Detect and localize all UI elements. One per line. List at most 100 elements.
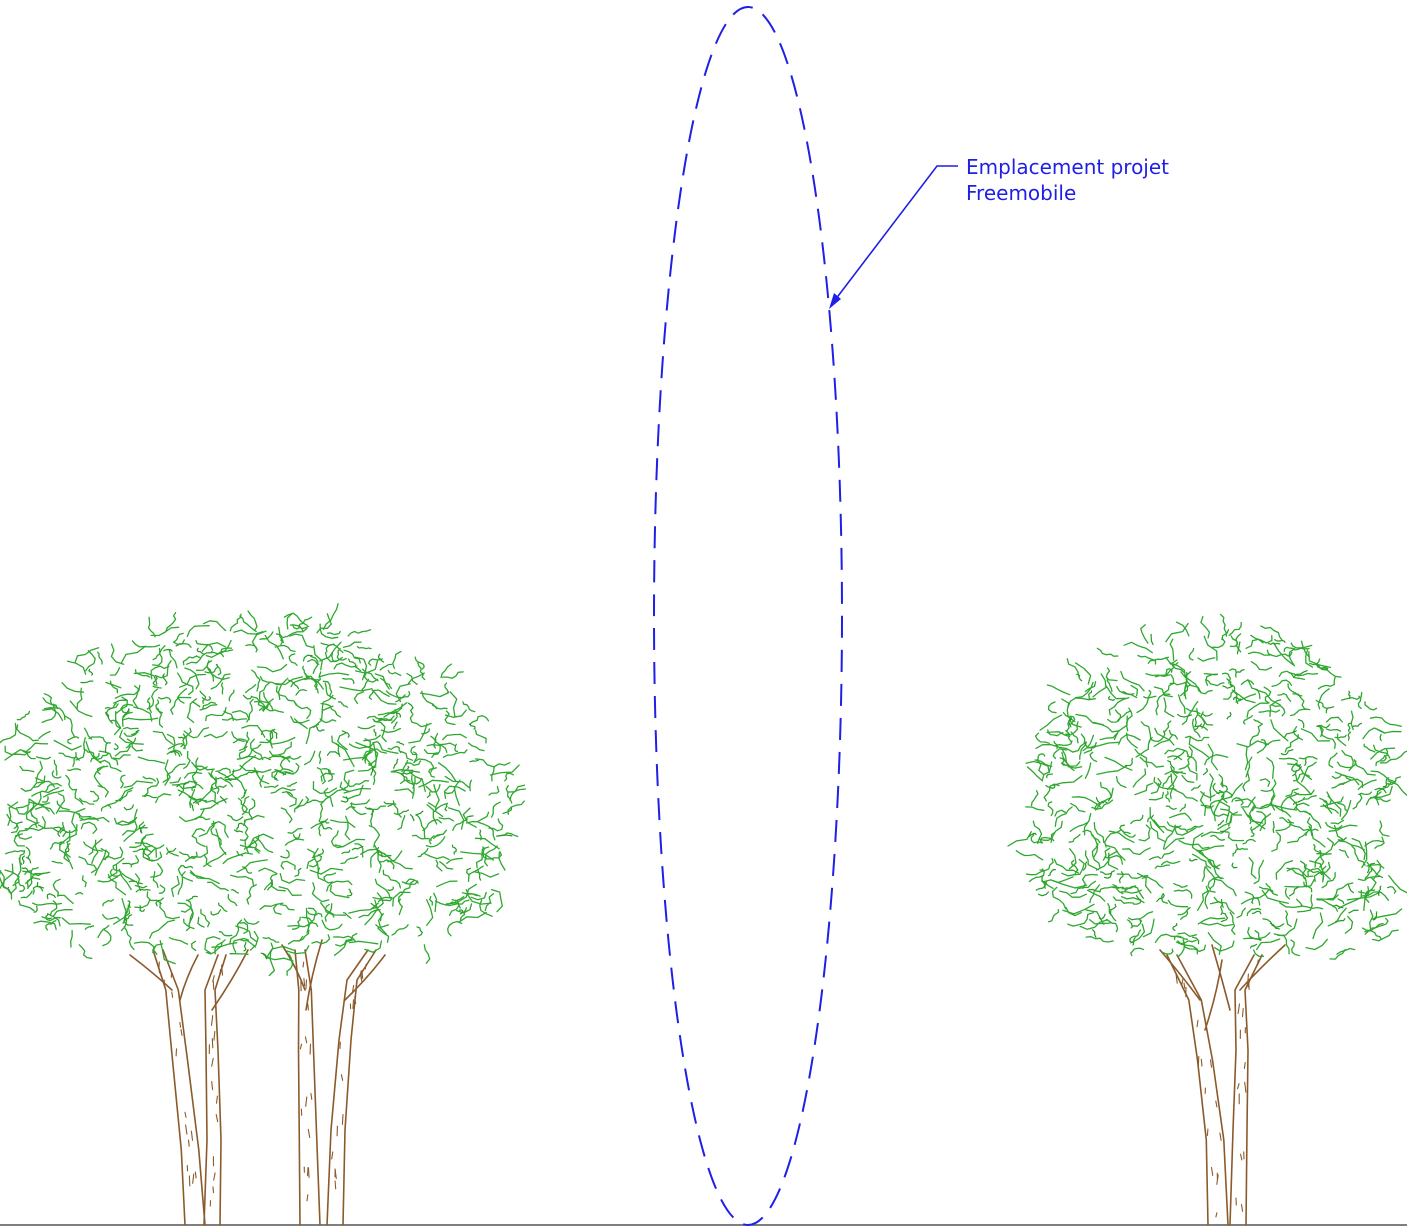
leaf-stroke — [123, 804, 134, 811]
leaf-stroke — [154, 660, 172, 679]
leaf-stroke — [142, 794, 157, 799]
leaf-stroke — [1330, 819, 1345, 825]
leaf-stroke — [1093, 822, 1105, 844]
leaf-stroke — [1333, 840, 1365, 851]
leaf-stroke — [293, 799, 304, 813]
leaf-stroke — [220, 647, 232, 658]
leaf-stroke — [413, 758, 435, 773]
leaf-stroke — [243, 814, 265, 827]
crown-edge — [477, 821, 496, 841]
leaf-stroke — [1196, 845, 1225, 852]
leaf-stroke — [337, 701, 349, 708]
leaf-stroke — [444, 775, 470, 789]
leaf-stroke — [1202, 713, 1213, 717]
bark-tick — [210, 1015, 214, 1026]
bark-tick — [221, 964, 224, 976]
leaf-stroke — [67, 736, 80, 745]
leaf-stroke — [1162, 774, 1173, 788]
leaf-stroke — [504, 772, 515, 782]
crown-edge — [1364, 701, 1378, 711]
leaf-stroke — [1131, 911, 1154, 927]
leaf-stroke — [303, 677, 324, 690]
leaf-stroke — [1025, 760, 1050, 774]
bark-tick — [219, 968, 222, 974]
leaf-stroke — [1177, 907, 1191, 916]
leaf-stroke — [298, 929, 310, 942]
leaf-stroke — [1046, 773, 1053, 779]
leaf-stroke — [1154, 864, 1171, 869]
leaf-stroke — [1165, 805, 1177, 811]
leaf-stroke — [1061, 751, 1081, 767]
leaf-stroke — [1298, 719, 1305, 729]
leaf-stroke — [1204, 804, 1229, 817]
leaf-stroke — [186, 698, 198, 723]
leaf-stroke — [456, 903, 473, 914]
trunks-left — [129, 939, 386, 1226]
leaf-stroke — [1287, 831, 1308, 844]
leaf-stroke — [88, 838, 103, 856]
leaf-stroke — [392, 650, 402, 669]
leaf-stroke — [1092, 673, 1107, 698]
leaf-stroke — [1361, 922, 1384, 932]
leaf-stroke — [1112, 884, 1124, 895]
leaf-stroke — [1317, 688, 1330, 710]
leaf-stroke — [210, 820, 222, 846]
leaf-stroke — [259, 675, 283, 686]
leaf-stroke — [343, 787, 371, 794]
leaf-stroke — [1197, 917, 1226, 925]
leaf-stroke — [395, 690, 411, 703]
bark-tick — [179, 1021, 182, 1028]
leaf-stroke — [62, 823, 78, 838]
leaf-stroke — [1338, 778, 1364, 789]
leaf-stroke — [45, 784, 56, 792]
leaf-stroke — [279, 872, 306, 884]
branch — [129, 954, 173, 991]
leaf-stroke — [286, 945, 310, 955]
leaf-stroke — [449, 691, 458, 718]
leaf-stroke — [1229, 668, 1237, 678]
leaf-stroke — [1387, 886, 1397, 894]
leaf-stroke — [252, 839, 260, 854]
bark-tick — [213, 1030, 216, 1041]
leaf-stroke — [1047, 801, 1054, 817]
leaf-stroke — [61, 682, 85, 693]
leaf-stroke — [61, 917, 91, 925]
leaf-stroke — [97, 785, 109, 798]
leaf-stroke — [83, 727, 93, 740]
leaf-stroke — [1160, 860, 1181, 866]
leaf-stroke — [433, 892, 438, 913]
leaf-stroke — [98, 759, 122, 773]
leaf-stroke — [305, 799, 325, 804]
leaf-stroke — [330, 819, 356, 828]
leaf-stroke — [1200, 922, 1234, 927]
leaf-stroke — [217, 902, 228, 913]
leaf-stroke — [102, 898, 115, 907]
leaf-stroke — [387, 745, 402, 754]
leaf-stroke — [1365, 791, 1382, 806]
leaf-stroke — [229, 613, 242, 632]
leaf-stroke — [1332, 904, 1344, 909]
leaf-stroke — [357, 725, 376, 730]
leaf-stroke — [1327, 907, 1347, 927]
leaf-stroke — [249, 930, 259, 951]
leaf-stroke — [183, 750, 191, 770]
leaf-stroke — [1191, 784, 1201, 791]
leaf-stroke — [152, 645, 166, 667]
leaf-stroke — [446, 857, 463, 864]
leaf-stroke — [459, 907, 467, 922]
leaf-stroke — [1340, 691, 1363, 701]
leaf-stroke — [37, 824, 59, 833]
bark-tick — [334, 1180, 337, 1190]
leaf-stroke — [411, 776, 416, 799]
leaf-stroke — [437, 762, 457, 782]
trunk-edge — [214, 954, 227, 1226]
leaf-stroke — [1260, 803, 1292, 818]
leaf-stroke — [341, 730, 350, 738]
leaf-stroke — [1134, 782, 1154, 796]
leaf-stroke — [177, 871, 186, 895]
leaf-stroke — [235, 925, 257, 943]
leaf-stroke — [1179, 682, 1189, 697]
leaf-stroke — [474, 837, 500, 850]
leaf-stroke — [294, 701, 312, 720]
leaf-stroke — [75, 891, 84, 895]
